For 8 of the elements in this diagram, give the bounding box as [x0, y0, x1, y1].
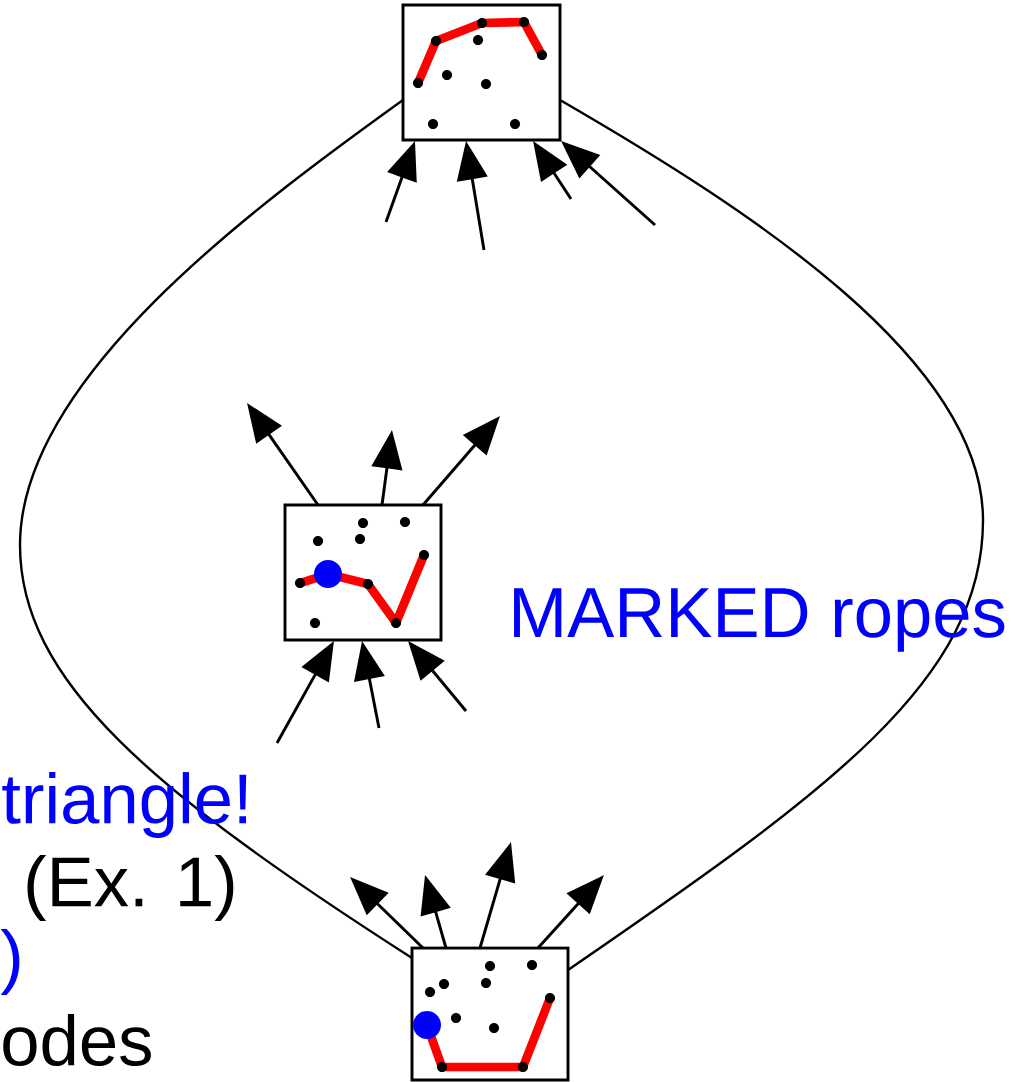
annotation-text: (Ex. 1)	[27, 855, 234, 921]
annotation-text: )	[0, 929, 20, 995]
curved-line	[18, 99, 413, 959]
rope-box	[283, 503, 443, 642]
rope-box	[401, 3, 562, 142]
rope-box	[410, 946, 570, 1082]
curved-line	[559, 98, 985, 971]
annotation-text: odes	[3, 1014, 151, 1066]
